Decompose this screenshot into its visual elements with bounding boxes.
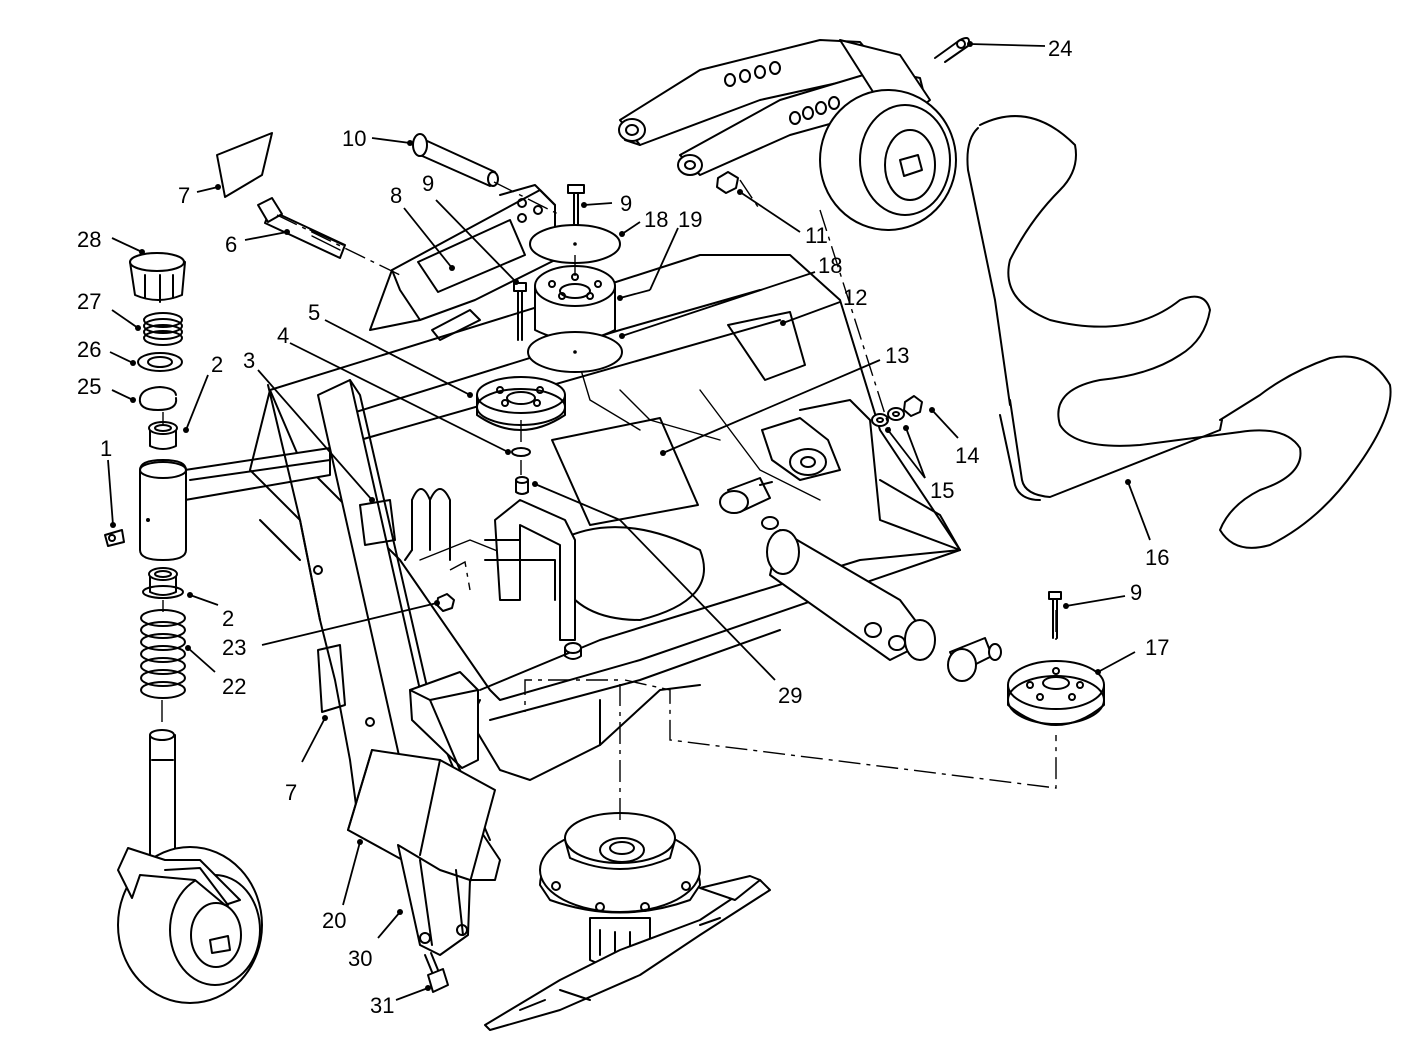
callout-9: 9 xyxy=(1130,580,1142,605)
bushing-2-lower xyxy=(142,567,184,599)
callout-8: 8 xyxy=(390,183,402,208)
idler-pulley-stack xyxy=(436,184,623,612)
clevis-pin-10 xyxy=(412,133,499,187)
callout-13: 13 xyxy=(885,343,909,368)
callout-9: 9 xyxy=(422,171,434,196)
callout-29: 29 xyxy=(778,683,802,708)
callout-12: 12 xyxy=(843,285,867,310)
deck-decals xyxy=(551,311,806,526)
caster-cap-28 xyxy=(129,252,186,303)
callout-31: 31 xyxy=(370,993,394,1018)
spring-22 xyxy=(140,609,186,699)
callout-20: 20 xyxy=(322,908,346,933)
callout-4: 4 xyxy=(277,323,289,348)
decal-13 xyxy=(551,417,699,526)
caster-wheel xyxy=(117,729,263,1004)
belt-cover xyxy=(369,184,556,341)
callout-23: 23 xyxy=(222,635,246,660)
callout-24: 24 xyxy=(1048,36,1072,61)
deck-right-edge xyxy=(799,399,961,551)
retaining-ring-25 xyxy=(138,386,178,411)
callout-7: 7 xyxy=(285,780,297,805)
callout-22: 22 xyxy=(222,674,246,699)
callout-2: 2 xyxy=(222,606,234,631)
callout-10: 10 xyxy=(342,126,366,151)
caster-arm xyxy=(139,447,331,561)
callout-26: 26 xyxy=(77,337,101,362)
decal-7-upper xyxy=(216,132,273,198)
washer-26 xyxy=(137,352,183,372)
roller-arm-assembly xyxy=(618,37,970,231)
callout-7: 7 xyxy=(178,183,190,208)
grease-fitting-1 xyxy=(104,529,125,547)
bolt-31 xyxy=(424,952,449,993)
callout-19: 19 xyxy=(678,207,702,232)
callout-27: 27 xyxy=(77,289,101,314)
callout-1: 1 xyxy=(100,436,112,461)
blade-spindle xyxy=(484,812,771,1031)
callout-18: 18 xyxy=(818,253,842,278)
spring-27 xyxy=(143,312,183,346)
callout-14: 14 xyxy=(955,443,979,468)
decal-12 xyxy=(727,311,806,381)
callout-30: 30 xyxy=(348,946,372,971)
callout-11: 11 xyxy=(805,223,828,248)
shoulder-bolt-6 xyxy=(257,197,346,259)
bushing-2-upper xyxy=(148,421,178,450)
callout-18: 18 xyxy=(644,207,668,232)
callout-leaders xyxy=(107,41,1151,1001)
pulley-17 xyxy=(1007,591,1105,726)
centerlines xyxy=(161,179,1057,820)
callout-16: 16 xyxy=(1145,545,1169,570)
callout-6: 6 xyxy=(225,232,237,257)
lift-linkage xyxy=(719,395,1002,682)
callout-5: 5 xyxy=(308,300,320,325)
callout-3: 3 xyxy=(243,348,255,373)
callout-15: 15 xyxy=(930,478,954,503)
callout-9: 9 xyxy=(620,191,632,216)
lower-frame xyxy=(347,749,496,956)
callout-labels: 1 2 2 3 4 5 6 7 7 8 9 9 9 10 11 12 13 14… xyxy=(77,36,1169,1018)
callout-28: 28 xyxy=(77,227,101,252)
callout-25: 25 xyxy=(77,374,101,399)
callout-2: 2 xyxy=(211,352,223,377)
callout-17: 17 xyxy=(1145,635,1169,660)
center-bracket xyxy=(404,488,582,660)
drive-belt-16 xyxy=(966,115,1392,549)
